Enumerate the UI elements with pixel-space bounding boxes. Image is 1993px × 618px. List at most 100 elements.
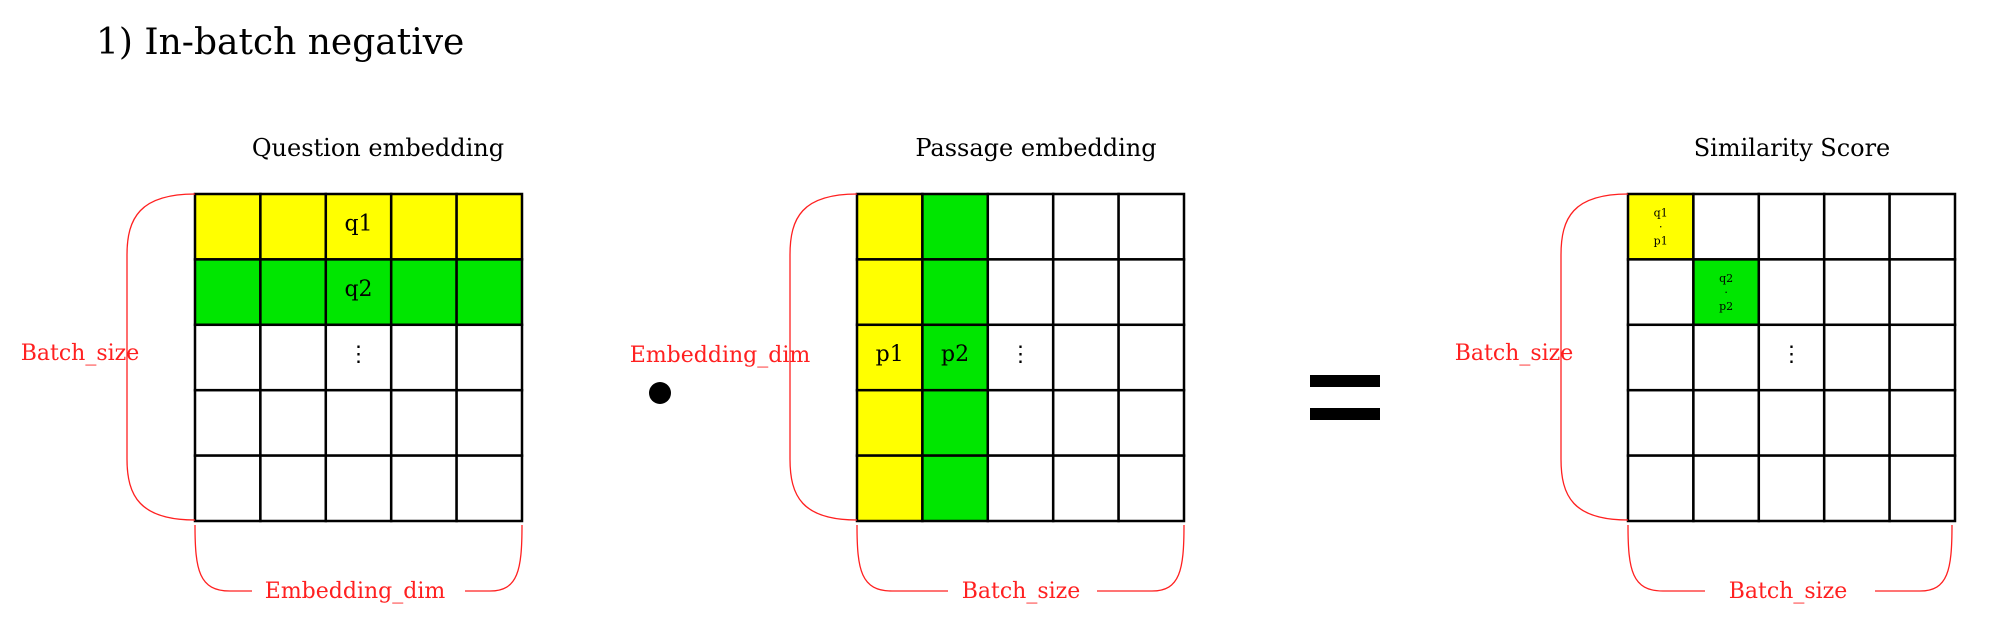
matrix-cell	[455, 454, 524, 523]
matrix-cell	[1757, 388, 1826, 457]
matrix-cell	[1626, 192, 1695, 261]
left-brace	[126, 193, 196, 521]
cell-label: ⋮	[348, 342, 370, 367]
matrix-grid: q1 q2 ⋮	[193, 192, 524, 523]
cell-label: ⋮	[1010, 342, 1032, 367]
matrix-cell	[193, 388, 262, 457]
matrix-cell	[1757, 192, 1826, 261]
matrix-cell	[389, 258, 458, 327]
matrix-cell	[1117, 388, 1186, 457]
matrix-cell	[1888, 192, 1957, 261]
matrix-cell	[455, 323, 524, 392]
matrix-cell	[259, 388, 328, 457]
matrix-cell	[259, 258, 328, 327]
matrix-title: Question embedding	[252, 134, 504, 162]
matrix-cell	[193, 258, 262, 327]
matrix-cell	[855, 454, 924, 523]
page-title: 1) In-batch negative	[96, 22, 464, 63]
matrix-cell	[259, 323, 328, 392]
matrix-cell	[986, 388, 1055, 457]
cell-label: p2	[1719, 300, 1733, 313]
bottom-brace	[856, 524, 1185, 592]
matrix-cell	[1822, 454, 1891, 523]
matrix-cell	[1626, 258, 1695, 327]
cell-label: ·	[1724, 286, 1728, 299]
left-label: Batch_size	[21, 341, 140, 366]
equals-bar-bottom	[1310, 408, 1380, 420]
bottom-label: Batch_size	[1729, 579, 1848, 604]
bottom-label: Embedding_dim	[265, 579, 446, 604]
matrix-cell	[1626, 323, 1695, 392]
cell-label: p2	[941, 342, 969, 367]
matrix-cell	[921, 454, 990, 523]
cell-label: q2	[344, 277, 372, 302]
matrix-cell	[1117, 323, 1186, 392]
matrix-cell	[389, 192, 458, 261]
matrix-cell	[1117, 258, 1186, 327]
cell-label: p1	[876, 342, 904, 367]
matrix-cell	[1117, 192, 1186, 261]
matrix-cell	[455, 388, 524, 457]
matrix-cell	[1692, 258, 1761, 327]
matrix-cell	[324, 454, 393, 523]
matrix-cell	[389, 323, 458, 392]
matrix-cell	[259, 192, 328, 261]
matrix-cell	[1117, 454, 1186, 523]
matrix-grid: p1 p2 ⋮	[855, 192, 1186, 523]
matrix-cell	[1888, 258, 1957, 327]
matrix-cell	[921, 258, 990, 327]
matrix-title: Passage embedding	[915, 134, 1156, 162]
matrix-cell	[921, 192, 990, 261]
bottom-label: Batch_size	[962, 579, 1081, 604]
matrix-cell	[1051, 454, 1120, 523]
matrix-cell	[259, 454, 328, 523]
matrix-cell	[1626, 454, 1695, 523]
left-brace	[789, 193, 858, 521]
cell-label: q1	[344, 211, 372, 236]
left-brace	[1560, 193, 1629, 521]
matrix-cell	[1822, 388, 1891, 457]
matrix-cell	[193, 192, 262, 261]
matrix-cell	[986, 454, 1055, 523]
matrix-cell	[455, 192, 524, 261]
matrix-cell	[1822, 192, 1891, 261]
matrix-cell	[1051, 388, 1120, 457]
matrix-cell	[1692, 454, 1761, 523]
matrix-cell	[1757, 258, 1826, 327]
matrix-cell	[1692, 192, 1761, 261]
equals-bar-top	[1310, 375, 1380, 387]
matrix-cell	[1692, 388, 1761, 457]
dot-product-operator	[649, 382, 671, 404]
matrix-cell	[1888, 388, 1957, 457]
matrix-cell	[986, 192, 1055, 261]
cell-label: ·	[1659, 221, 1663, 234]
matrix-cell	[389, 454, 458, 523]
matrix-cell	[324, 388, 393, 457]
matrix-cell	[193, 323, 262, 392]
matrix-cell	[1051, 192, 1120, 261]
left-label: Batch_size	[1455, 341, 1574, 366]
matrix-cell	[193, 454, 262, 523]
left-label: Embedding_dim	[630, 343, 811, 368]
cell-label: q2	[1719, 272, 1733, 285]
matrix-passage: Passage embedding p1 p2 ⋮ Embedding_dim Ba…	[630, 134, 1186, 604]
matrix-cell	[986, 258, 1055, 327]
matrix-cell	[1888, 454, 1957, 523]
matrix-cell	[1626, 388, 1695, 457]
matrix-cell	[921, 388, 990, 457]
matrix-cell	[855, 258, 924, 327]
matrix-cell	[455, 258, 524, 327]
bottom-brace	[1627, 524, 1953, 592]
matrix-question: Question embedding q1 q2 ⋮ Batch_size Embe…	[21, 134, 524, 604]
matrix-cell	[1692, 323, 1761, 392]
cell-label: p1	[1654, 235, 1668, 248]
matrix-title: Similarity Score	[1694, 134, 1891, 162]
matrix-cell	[1051, 323, 1120, 392]
cell-label: ⋮	[1781, 342, 1803, 367]
matrix-cell	[389, 388, 458, 457]
matrix-cell	[1822, 258, 1891, 327]
matrix-cell	[1888, 323, 1957, 392]
equals-operator	[1310, 375, 1380, 420]
